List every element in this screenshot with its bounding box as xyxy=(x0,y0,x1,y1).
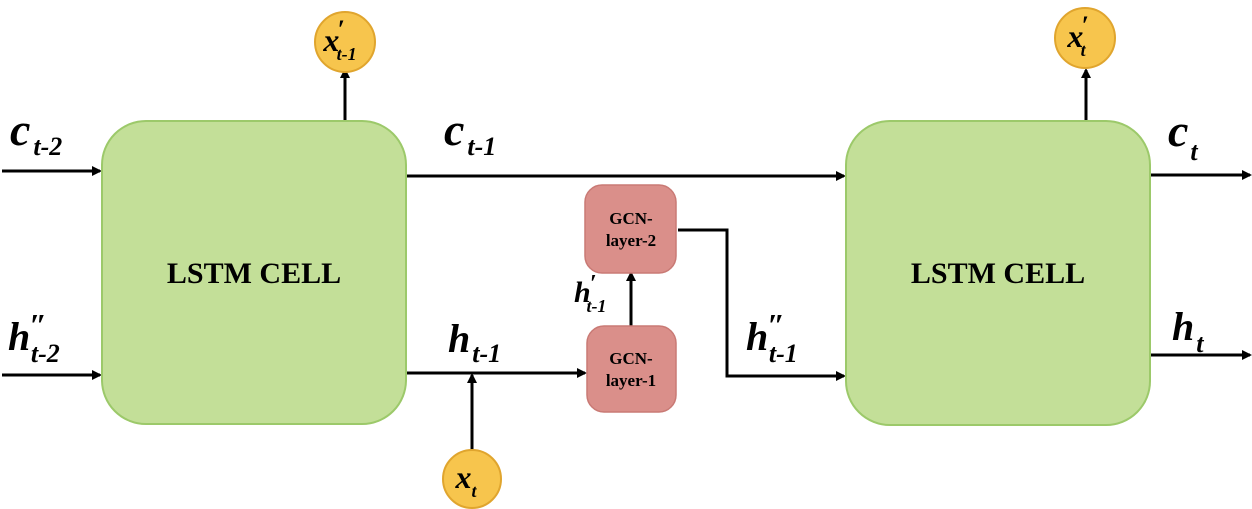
x-prime-t-sub: t xyxy=(1081,40,1087,60)
x-prime-t-prime: ′ xyxy=(1081,11,1088,40)
gcn-layer-2: GCN- layer-2 xyxy=(584,184,677,274)
label-c-t: ct xyxy=(1168,105,1198,166)
lstm-cell-right: LSTM CELL xyxy=(845,120,1151,426)
gcn-layer-1-line2: layer-1 xyxy=(606,371,656,390)
x-prime-t-base: x xyxy=(1066,18,1083,54)
label-h-prime-t-1: h′t-1 xyxy=(574,271,606,316)
h-dprime-arrow xyxy=(678,228,846,381)
label-h-dprime-t-2: h″t-2 xyxy=(8,307,60,368)
label-h-t: ht xyxy=(1172,304,1204,358)
node-x-t: xt xyxy=(442,449,502,509)
node-x-prime-t-1: x′t-1 xyxy=(314,11,376,73)
svg-text:x′t-1: x′t-1 xyxy=(322,15,356,64)
svg-text:xt: xt xyxy=(454,459,477,501)
x-prime-t-1-base: x xyxy=(322,22,339,58)
gcn-layer-2-line1: GCN- xyxy=(609,209,653,228)
x-prime-t-1-sub: t-1 xyxy=(337,44,357,64)
x-t-sub: t xyxy=(471,481,477,501)
connections xyxy=(2,68,1252,452)
gcn-layer-1: GCN- layer-1 xyxy=(586,325,677,413)
lstm-cell-left-label: LSTM CELL xyxy=(167,257,341,290)
label-h-t-1: ht-1 xyxy=(448,316,501,368)
gcn-layer-1-line1: GCN- xyxy=(609,349,653,368)
x-t-base: x xyxy=(454,459,471,495)
lstm-cell-left: LSTM CELL xyxy=(101,120,407,425)
node-x-prime-t: x′t xyxy=(1054,7,1116,69)
gcn-layer-2-line2: layer-2 xyxy=(606,231,656,250)
lstm-cell-right-label: LSTM CELL xyxy=(911,257,1085,290)
svg-text:x′t: x′t xyxy=(1066,11,1088,60)
label-h-dprime-t-1: h″t-1 xyxy=(746,307,798,368)
x-prime-t-1-prime: ′ xyxy=(337,15,344,44)
